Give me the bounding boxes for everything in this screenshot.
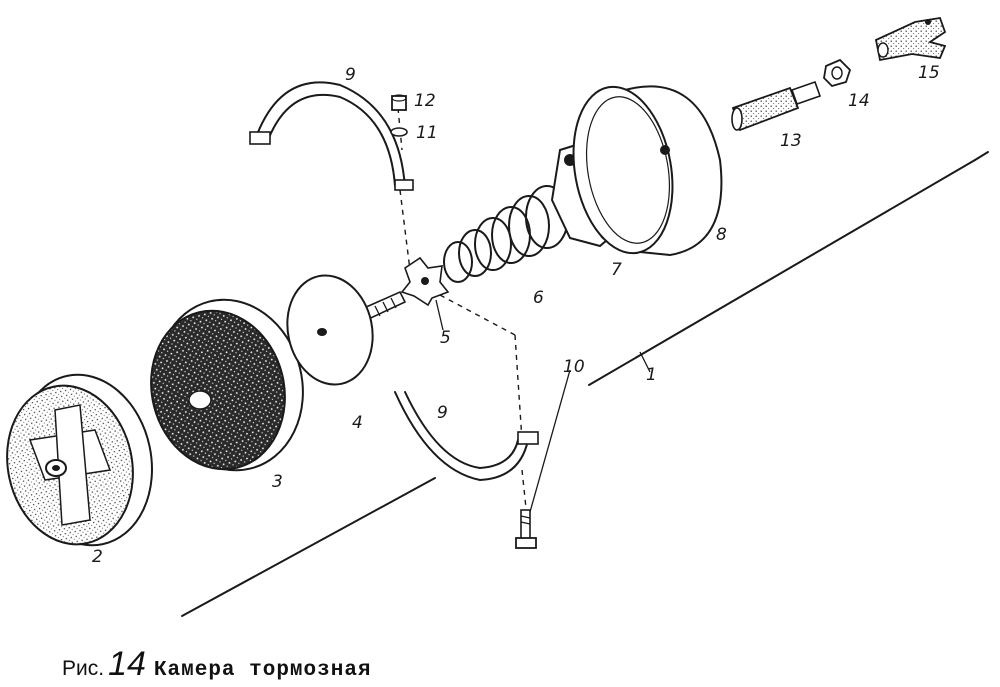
callout-4: 4 — [352, 413, 363, 433]
part-5-washer — [400, 256, 450, 307]
assembly-bracket-line — [181, 151, 989, 617]
callout-9-upper: 9 — [345, 65, 356, 85]
callout-9-lower: 9 — [437, 403, 448, 423]
assembly-axis-lines — [397, 107, 527, 509]
part-9-lower-clamp — [394, 391, 539, 481]
callout-15: 15 — [918, 63, 940, 83]
callout-7: 7 — [611, 260, 622, 280]
part-6-spring — [443, 185, 569, 283]
figure-caption: Рис.14 Камера тормозная — [62, 645, 372, 684]
part-15-clevis-fork — [874, 16, 947, 62]
callout-14: 14 — [848, 91, 870, 111]
part-11-washer — [390, 127, 408, 137]
callout-3: 3 — [272, 472, 283, 492]
callout-5: 5 — [440, 328, 451, 348]
caption-title: Камера тормозная — [153, 659, 372, 682]
leader-lines — [435, 299, 571, 513]
callout-11: 11 — [416, 123, 438, 143]
callout-10: 10 — [563, 357, 585, 377]
callout-1: 1 — [646, 365, 657, 385]
callout-6: 6 — [533, 288, 544, 308]
callout-labels: 1 2 3 4 5 6 7 8 9 9 10 11 12 13 14 15 — [92, 63, 940, 567]
part-4-pushrod-plate — [286, 274, 407, 386]
part-13-threaded-stud — [731, 80, 822, 132]
part-12-nut — [391, 94, 407, 111]
part-2-cover — [6, 373, 153, 547]
part-10-bolt — [515, 509, 537, 549]
caption-prefix: Рис. — [62, 657, 105, 680]
caption-number: 14 — [108, 645, 146, 683]
part-9-upper-clamp — [249, 81, 414, 191]
callout-2: 2 — [92, 547, 103, 567]
part-3-diaphragm — [150, 298, 304, 472]
callout-8: 8 — [716, 225, 727, 245]
callout-12: 12 — [414, 91, 436, 111]
part-14-nut — [823, 58, 852, 88]
part-8-housing — [572, 85, 723, 257]
callout-13: 13 — [780, 131, 802, 151]
